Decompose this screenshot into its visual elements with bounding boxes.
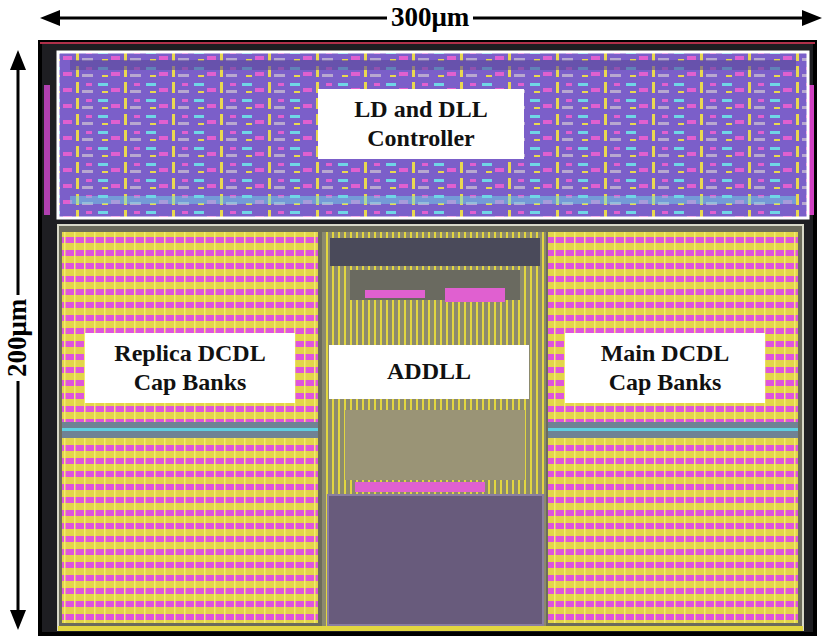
region-label: Main DCDL Cap Banks	[565, 333, 765, 404]
region-label: ADDLL	[329, 345, 529, 398]
dimension-arrows	[10, 10, 822, 630]
block-name: Main DCDL Cap Banks	[577, 339, 753, 398]
dimension-label: 200μm	[3, 295, 33, 381]
block-name: Replica DCDL Cap Banks	[97, 339, 283, 398]
block-name: LD and DLL Controller	[328, 95, 514, 154]
region-label: LD and DLL Controller	[318, 89, 524, 160]
block-name: ADDLL	[339, 357, 519, 386]
region-label: Replica DCDL Cap Banks	[85, 333, 295, 404]
chip-die	[40, 42, 815, 634]
dimension-label: 300μm	[387, 3, 473, 33]
